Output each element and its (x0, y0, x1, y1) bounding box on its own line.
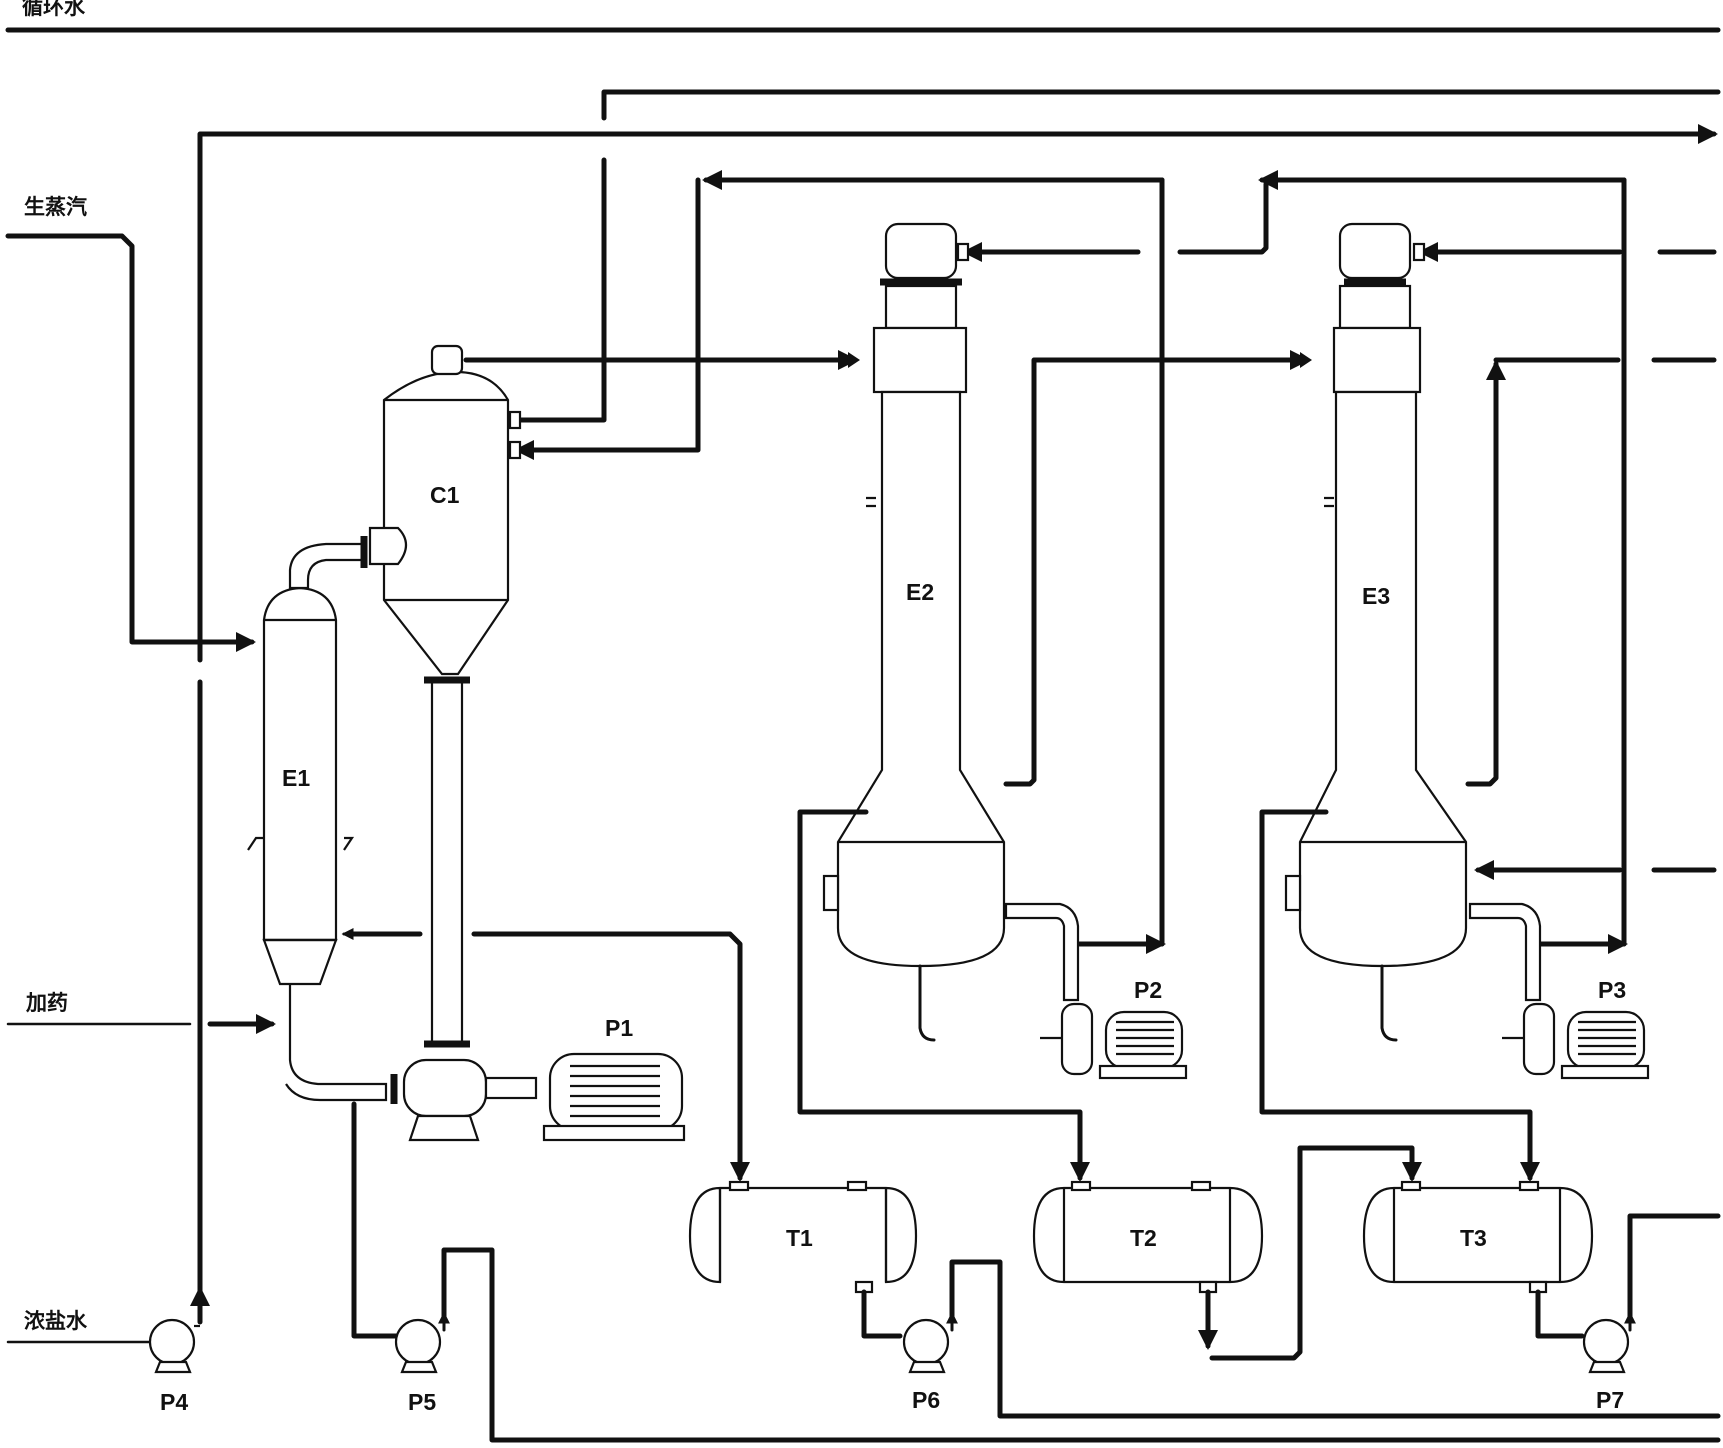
p3-label: P3 (1598, 977, 1626, 1003)
p7-discharge-line (1627, 1213, 1721, 1323)
t1-to-p6 (861, 1289, 903, 1339)
header-pipes (5, 27, 1721, 1295)
e3-to-t3 (1259, 809, 1540, 1182)
p6-label: P6 (912, 1387, 940, 1413)
pump-p2-body (1040, 1002, 1188, 1080)
e2-return-riser (1077, 177, 1165, 947)
p1-label: P1 (605, 1015, 633, 1041)
p4-label: P4 (160, 1389, 188, 1415)
e1-label: E1 (282, 765, 310, 791)
p7-label: P7 (1596, 1387, 1624, 1413)
e3-level-gauge (1324, 496, 1334, 508)
e3-label: E3 (1362, 583, 1390, 609)
separator-c1: C1 (368, 344, 510, 1048)
cooling-water-label: 循环水 (22, 0, 86, 19)
e2-to-p2-pipe (1004, 902, 1080, 1002)
e3-top-head (1338, 222, 1412, 280)
e2-drain (918, 964, 936, 1042)
e2-label: E2 (906, 579, 934, 605)
tank-t2: T2 (1032, 1180, 1264, 1294)
e3-header-link (1177, 177, 1627, 255)
tank-t1: T1 (688, 1180, 918, 1294)
pump-p6 (902, 1318, 950, 1374)
pump-p7 (1582, 1318, 1630, 1374)
t2-to-t3 (1209, 1145, 1422, 1361)
e1-condensate-to-t1 (471, 931, 750, 1182)
steam-header-line (197, 124, 1718, 663)
c1-downleg (430, 678, 464, 1046)
e2-sight-glass (822, 874, 840, 912)
e3-sight-glass (1284, 874, 1302, 912)
e1-vapor-elbow (288, 542, 368, 590)
e1-bottom-cone (262, 938, 338, 986)
c1-label: C1 (430, 482, 460, 508)
pump-p5 (394, 1318, 442, 1374)
c1-inlet (368, 526, 408, 566)
p2-label: P2 (1134, 977, 1162, 1003)
e2-to-e3-vapor (1003, 350, 1310, 787)
c1-shell (382, 370, 510, 676)
p5-discharge-line (441, 1247, 1721, 1443)
e2-shell (836, 390, 1006, 968)
evaporator-e2: E2 (822, 222, 1006, 1042)
e2-top-head (884, 222, 958, 280)
pump-p1-body (402, 1058, 538, 1142)
live-steam-label: 生蒸汽 (24, 194, 87, 219)
e3-to-p3-pipe (1468, 902, 1542, 1002)
c1-to-header-upper (509, 157, 607, 423)
p6-discharge-line (949, 1259, 1721, 1419)
e3-vapor-box (1332, 326, 1422, 394)
e1-shell (262, 586, 338, 942)
evaporator-e3: E3 (1284, 222, 1468, 1042)
live-steam-line (5, 233, 256, 652)
c1-vapor-nozzle (430, 344, 464, 376)
e1-supports (247, 836, 355, 851)
e2-vapor-box (872, 326, 968, 394)
p5-label: P5 (408, 1389, 436, 1415)
upper-header-line (601, 89, 1721, 121)
e1-to-p5 (351, 1101, 399, 1339)
pump-p4 (148, 1318, 200, 1374)
motor-p1 (542, 1052, 686, 1142)
evaporator-e1: E1 (247, 536, 368, 986)
brine-label: 浓盐水 (24, 1308, 88, 1333)
valve-markers (508, 242, 1426, 460)
t3-to-p7 (1535, 1289, 1585, 1339)
tank-t3: T3 (1362, 1180, 1594, 1294)
e2-to-t2 (797, 809, 1090, 1182)
e2-level-gauge (866, 496, 876, 508)
pump-p3-body (1502, 1002, 1650, 1080)
e3-shell (1298, 390, 1468, 968)
e3-drain (1380, 964, 1398, 1042)
t3-label: T3 (1460, 1225, 1487, 1251)
dosing-label: 加药 (25, 990, 68, 1015)
c1-return-line (514, 191, 701, 460)
t2-label: T2 (1130, 1225, 1157, 1251)
t1-label: T1 (786, 1225, 813, 1251)
e3-vapor-out (1465, 360, 1506, 787)
e1-bottom-pipe (285, 984, 388, 1102)
